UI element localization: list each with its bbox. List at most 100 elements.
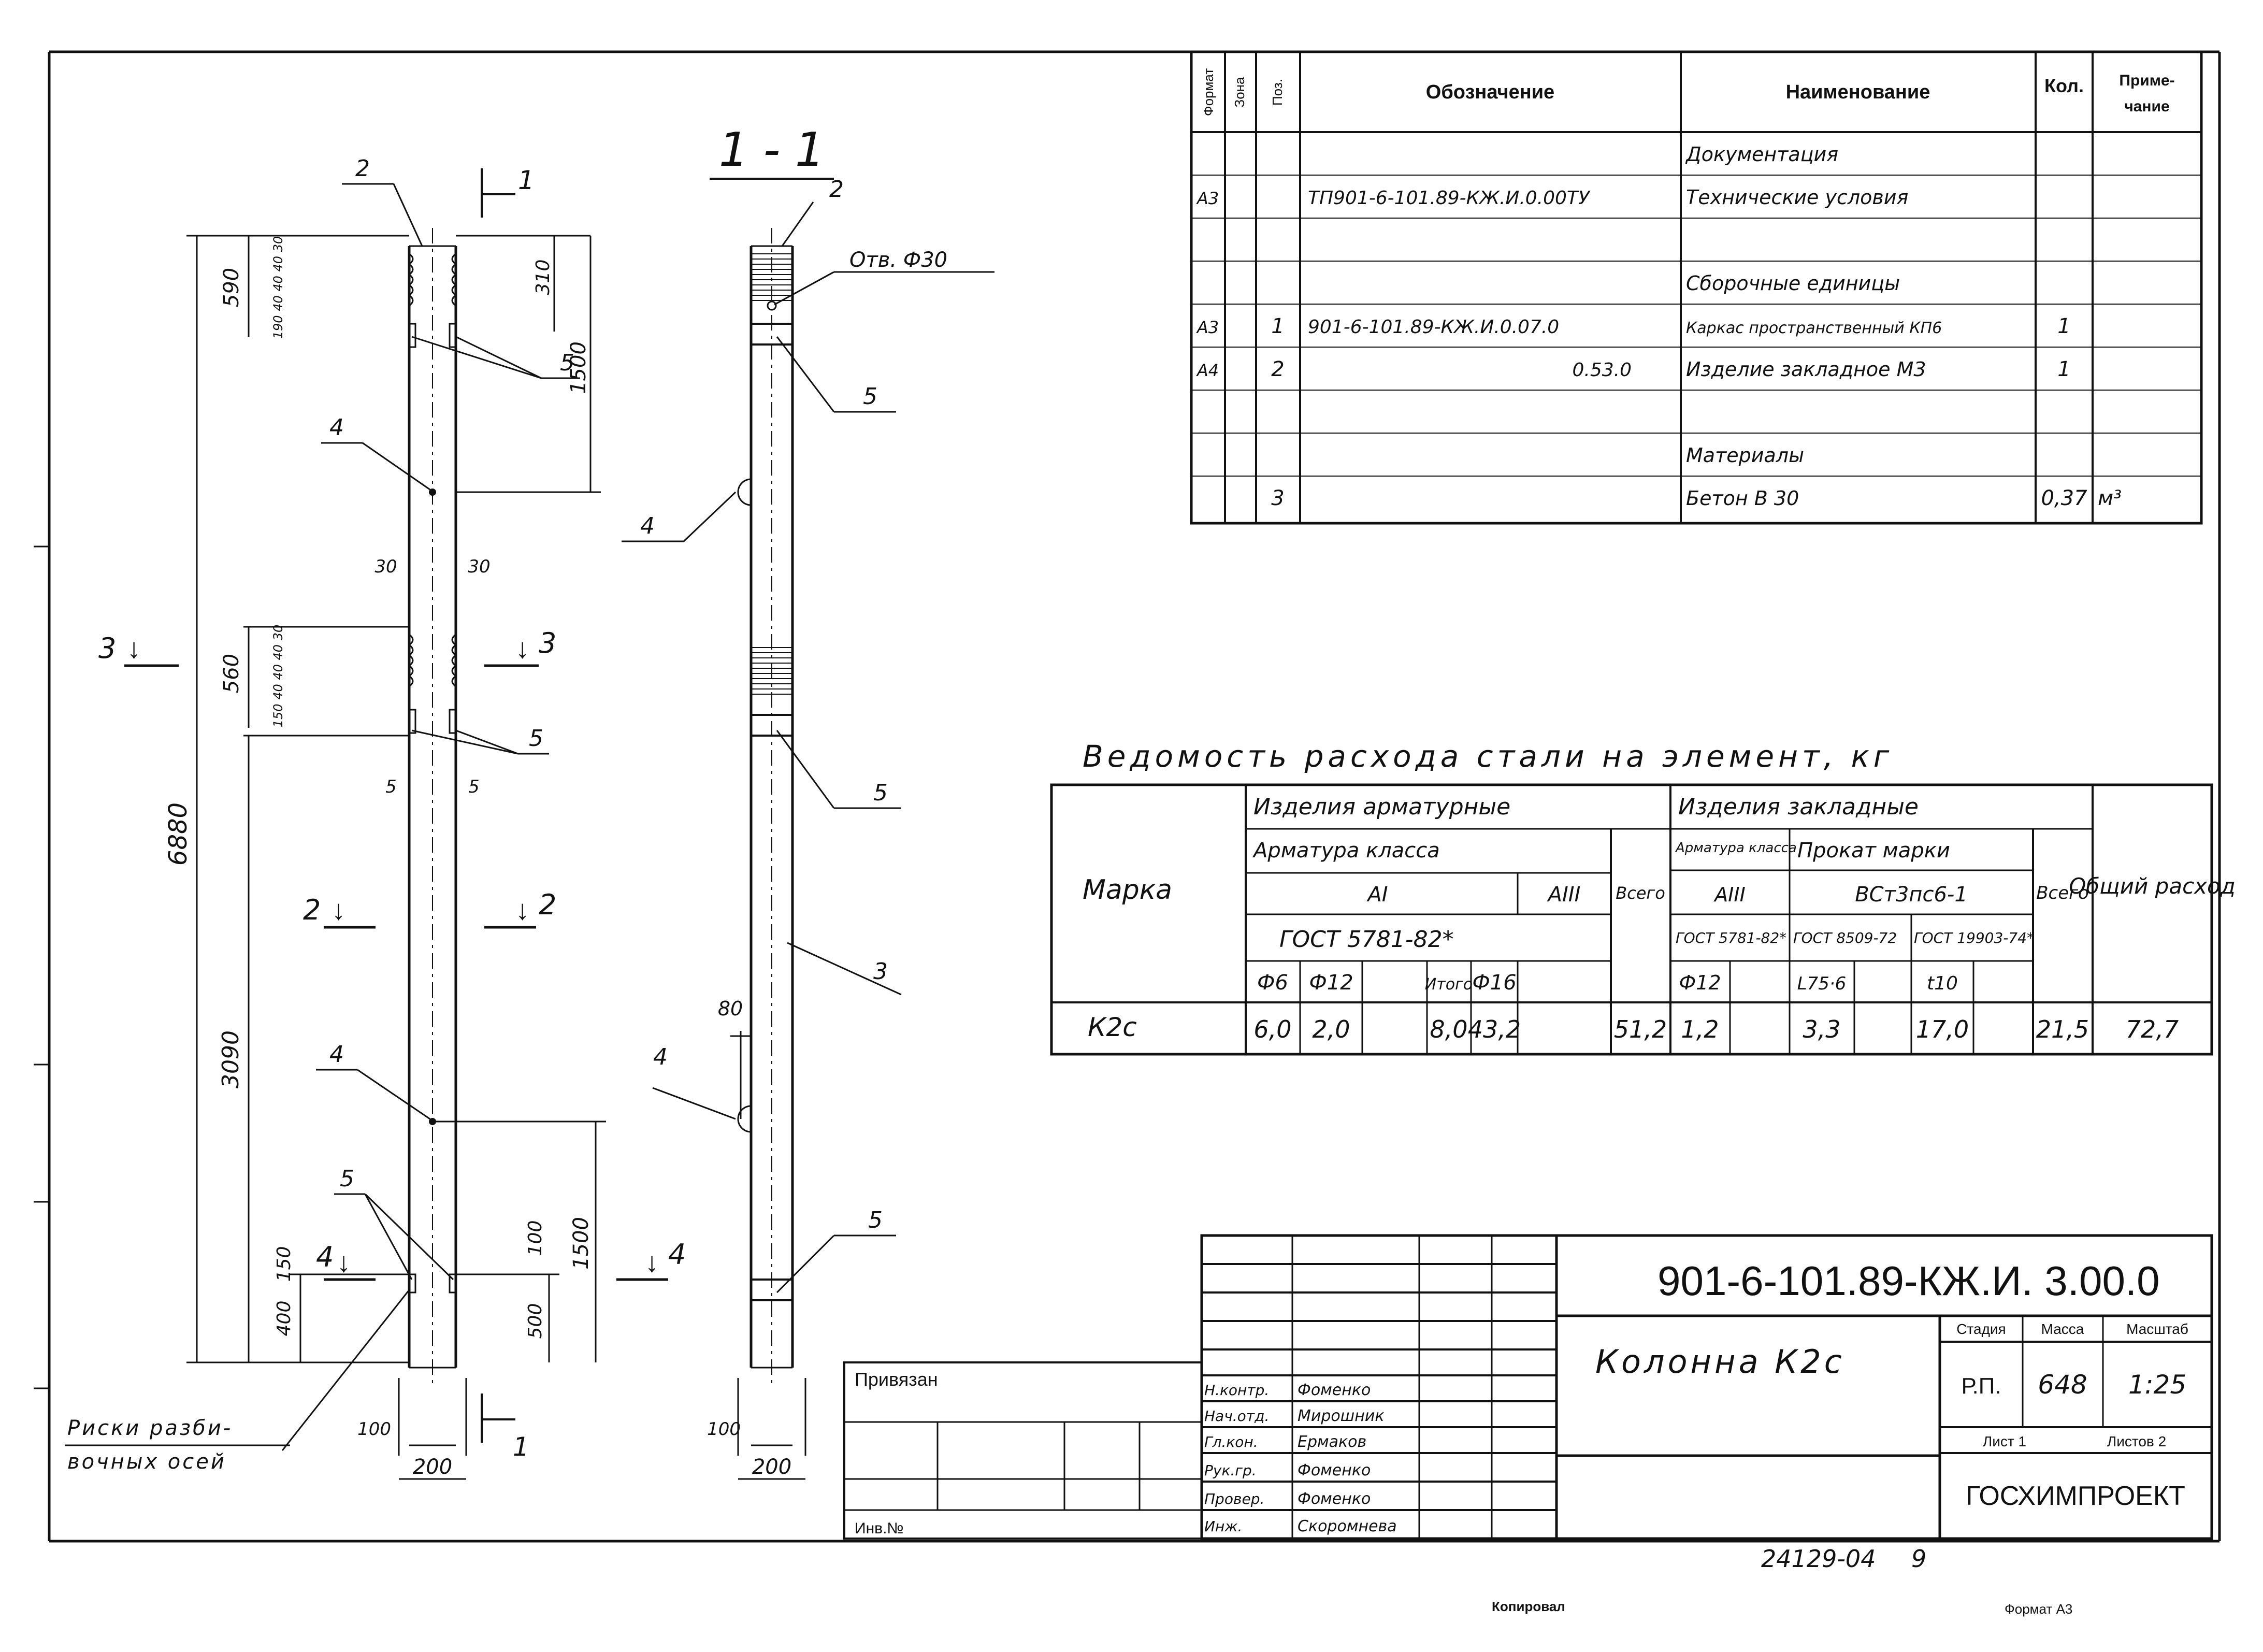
row-vsego2: 21,5 — [2036, 1015, 2089, 1043]
h-l75: L75·6 — [1797, 973, 1847, 994]
signature-name: Фоменко — [1298, 1490, 1371, 1508]
svg-text:↓: ↓ — [331, 895, 345, 926]
signature-role: Гл.кон. — [1204, 1433, 1258, 1450]
h-zaklad: Изделия закладные — [1678, 794, 1919, 820]
row-total: 72,7 — [2126, 1015, 2179, 1043]
pos-mark-5-front-mid: 5 — [529, 725, 543, 752]
spec-cell-name: Сборочные единицы — [1686, 272, 1900, 295]
spec-cell-pos: 2 — [1271, 357, 1284, 381]
row-l75: 3,3 — [1803, 1015, 1840, 1043]
h-d6: Ф6 — [1257, 971, 1288, 995]
col-name-header: Наименование — [1786, 81, 1930, 103]
cut-mark-3-right: ↓ 3 — [484, 627, 556, 667]
spec-cell-name: Материалы — [1686, 444, 1804, 467]
h-vsego2: Всего — [2036, 883, 2089, 903]
dim-150: 150 — [273, 1246, 295, 1282]
row-itogo: 8,0 — [1430, 1015, 1467, 1043]
dim-310: 310 — [532, 260, 554, 295]
signature-role: Инж. — [1204, 1518, 1242, 1535]
row-marka: К2с — [1088, 1012, 1137, 1042]
dim-560: 560 — [220, 654, 243, 693]
svg-text:4: 4 — [316, 1241, 334, 1273]
svg-text:2: 2 — [539, 888, 556, 921]
row-t10: 17,0 — [1916, 1015, 1969, 1043]
sheet-number: Лист 1 — [1983, 1433, 2026, 1449]
h-a3: АIII — [1547, 883, 1581, 907]
row-d12: 2,0 — [1312, 1015, 1350, 1043]
organization: ГОСХИМПРОЕКТ — [1966, 1481, 2185, 1511]
hole-label: Отв. Ф30 — [849, 248, 947, 272]
steel-table: Марка Изделия арматурные Изделия закладн… — [1050, 783, 2236, 1056]
spec-cell-pos: 3 — [1271, 486, 1284, 510]
svg-text:↓: ↓ — [337, 1247, 351, 1278]
pos-mark-4-section-top: 4 — [640, 513, 655, 539]
row-d16: 43,2 — [1468, 1015, 1521, 1043]
h-steel-grade: ВСт3пс6-1 — [1855, 883, 1968, 907]
svg-text:3: 3 — [539, 627, 556, 659]
dim-400: 400 — [273, 1301, 295, 1337]
spec-cell-note: м³ — [2098, 486, 2122, 510]
mass-value: 648 — [2038, 1370, 2087, 1400]
row-vsego: 51,2 — [1614, 1015, 1667, 1043]
col-designation-header: Обозначение — [1426, 81, 1554, 103]
dim-5-right: 5 — [468, 777, 480, 797]
h-t10: t10 — [1927, 973, 1958, 994]
spec-cell-name: Документация — [1685, 143, 1838, 166]
spec-cell-qty: 0,37 — [2041, 486, 2087, 510]
spec-cell-name: Изделие закладное М3 — [1686, 358, 1926, 381]
spec-cell-designation: 901-6-101.89-КЖ.И.0.07.0 — [1308, 317, 1559, 338]
signature-name: Фоменко — [1298, 1381, 1371, 1399]
svg-text:1: 1 — [513, 1432, 529, 1462]
h-a1: АI — [1366, 883, 1388, 907]
stage-header: Стадия — [1956, 1321, 2006, 1337]
h-armatur: Изделия арматурные — [1253, 794, 1510, 820]
spec-cell-qty: 1 — [2057, 357, 2070, 381]
spec-cell-name: Бетон В 30 — [1686, 487, 1799, 510]
dim-6880: 6880 — [164, 802, 193, 866]
specification-table: Формат Зона Поз. Обозначение Наименовани… — [1190, 50, 2203, 525]
h-gost4: ГОСТ 19903-74* — [1914, 929, 2034, 946]
pos-mark-2-section: 2 — [829, 176, 844, 203]
h-gost1: ГОСТ 5781-82* — [1279, 926, 1454, 953]
col-pos-header: Поз. — [1270, 79, 1285, 106]
pos-mark-2-front: 2 — [355, 155, 370, 182]
pos-mark-5-section-bottom: 5 — [868, 1207, 883, 1233]
title-block-signatures: Н.контр.ФоменкоНач.отд.МирошникГл.кон.Ер… — [1204, 1381, 1397, 1535]
cut-mark-4-right: ↓ 4 — [616, 1238, 686, 1281]
h-vsego: Всего — [1616, 883, 1665, 903]
h-a3b: АIII — [1713, 883, 1746, 906]
col-note-header-1: Приме- — [2119, 72, 2174, 89]
small-dims-top: 190 40 40 40 30 — [271, 236, 285, 339]
stage-value: Р.П. — [1961, 1373, 2001, 1399]
title-block: Привязан Инв.№ 901-6-101.89-КЖ.И. 3.00.0… — [843, 1234, 2213, 1540]
dim-100: 100 — [525, 1220, 546, 1256]
svg-text:2: 2 — [303, 894, 321, 926]
pos-mark-4-front-bottom: 4 — [329, 1041, 344, 1068]
format-label: Формат А3 — [2005, 1601, 2072, 1617]
h-d12b: Ф12 — [1679, 971, 1721, 994]
svg-text:1: 1 — [518, 165, 535, 195]
dim-590: 590 — [220, 268, 243, 307]
dim-100-bottom: 100 — [357, 1419, 391, 1440]
h-d16: Ф16 — [1472, 971, 1516, 995]
spec-cell-qty: 1 — [2057, 314, 2070, 338]
cut-mark-1-top: 1 — [481, 165, 535, 218]
archive-number: 24129-04 — [1761, 1545, 1876, 1573]
row-d12b: 1,2 — [1681, 1015, 1719, 1043]
h-arm-class2: Арматура класса — [1675, 840, 1797, 856]
spec-cell-designation: ТП901-6-101.89-КЖ.И.0.00ТУ — [1308, 188, 1591, 209]
signature-name: Скоромнева — [1298, 1517, 1397, 1535]
svg-text:3: 3 — [98, 632, 116, 665]
h-total: Общий расход — [2069, 873, 2236, 899]
small-dims-mid: 150 40 40 40 30 — [271, 625, 285, 727]
dim-5-left: 5 — [385, 777, 397, 797]
cut-mark-2-right: ↓ 2 — [484, 888, 556, 929]
dim-1500-bottom: 1500 — [569, 1217, 593, 1270]
pos-mark-5-section-mid: 5 — [873, 780, 888, 806]
svg-text:4: 4 — [668, 1238, 686, 1271]
pos-mark-4-front-top: 4 — [329, 414, 344, 441]
spec-cell-designation: 0.53.0 — [1572, 360, 1632, 381]
signature-role: Нач.отд. — [1204, 1407, 1269, 1425]
h-itogo: Итого — [1425, 975, 1473, 994]
section-title: 1 - 1 — [719, 123, 825, 177]
